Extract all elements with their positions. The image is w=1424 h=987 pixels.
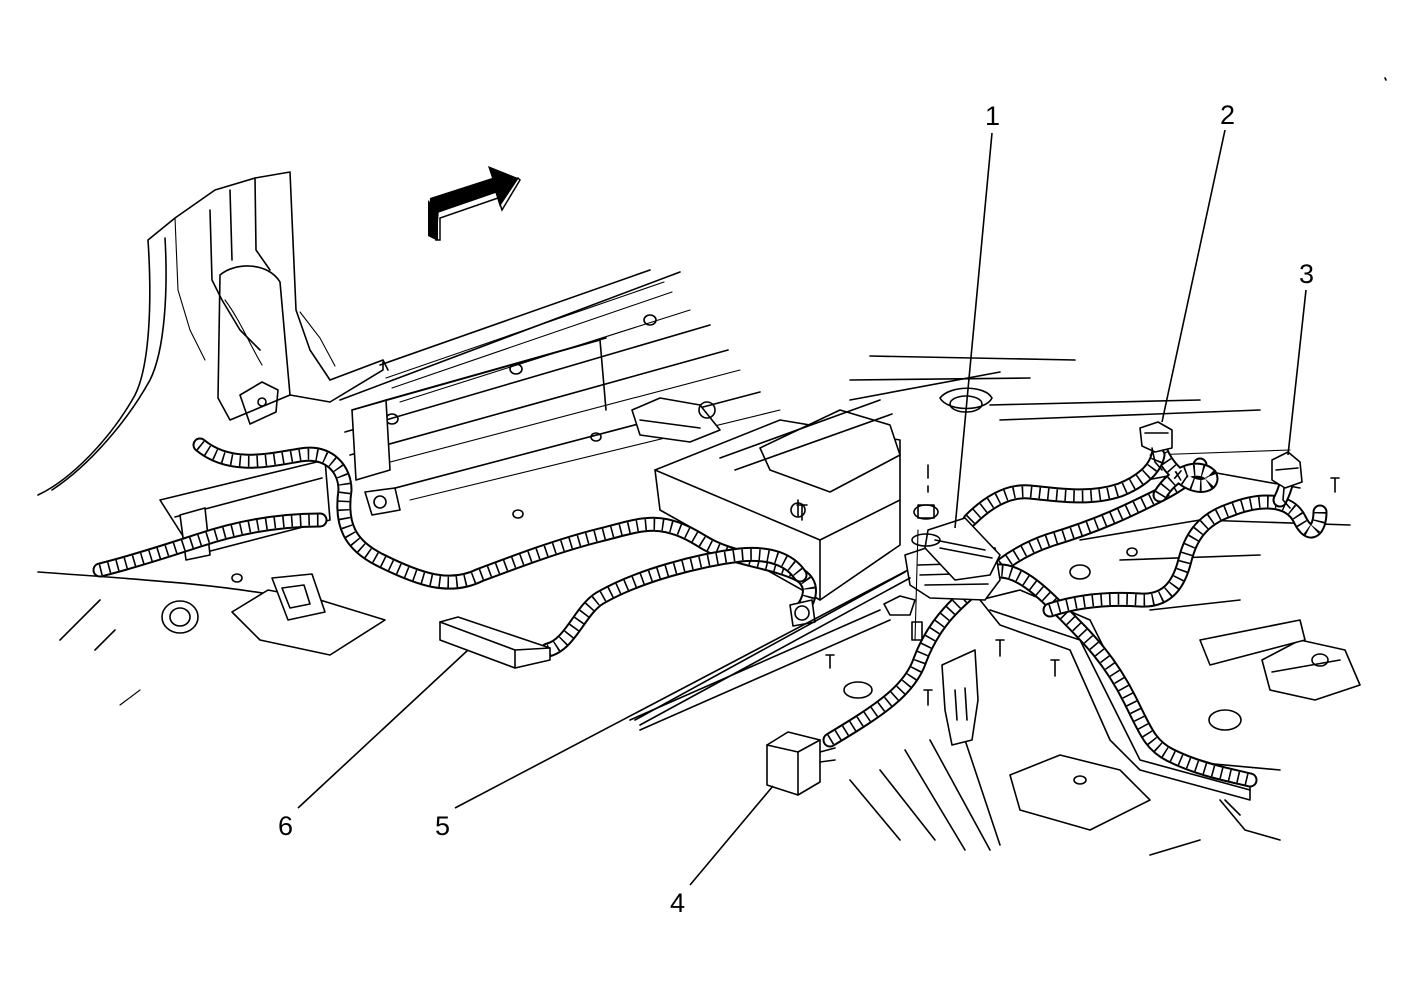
leader-6 (297, 649, 469, 809)
component-4-module (766, 731, 836, 796)
component-5-antenna-cable (634, 571, 911, 726)
callout-5: 5 (435, 811, 450, 841)
leader-2 (1161, 129, 1226, 423)
callout-2: 2 (1220, 100, 1235, 130)
callout-1: 1 (985, 101, 1000, 131)
floor-panel (37, 77, 1387, 856)
callout-4: 4 (670, 888, 685, 918)
leader-5 (454, 569, 909, 809)
component-1-ground-bracket (883, 464, 1001, 641)
wiring-harness (92, 432, 1328, 788)
leader-4 (689, 785, 774, 886)
leader-1 (954, 132, 993, 529)
component-2-connector (1139, 421, 1173, 471)
callout-6: 6 (278, 811, 293, 841)
leader-lines (297, 129, 1307, 886)
callout-labels: 1 2 3 4 5 6 (278, 100, 1314, 918)
leader-3 (1287, 289, 1307, 456)
forward-direction-arrow-icon (428, 166, 521, 241)
body-pillar (37, 171, 389, 496)
component-6-module (439, 616, 551, 669)
callout-3: 3 (1299, 259, 1314, 289)
studs (796, 477, 1340, 706)
